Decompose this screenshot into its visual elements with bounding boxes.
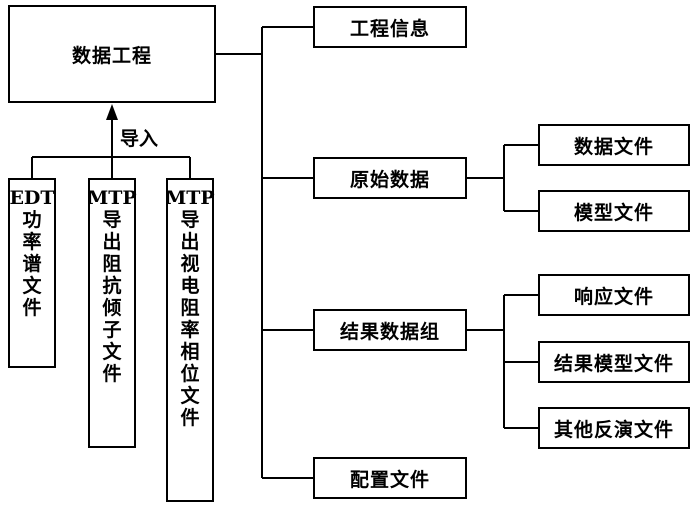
source-mtp-resistivity-box: MTP 导 出 视 电 阻 率 相 位 文 件 (165, 178, 215, 502)
source-mtp-resistivity-label: MTP 导 出 视 电 阻 率 相 位 文 件 (165, 187, 215, 429)
data-file-label: 数据文件 (573, 135, 654, 158)
project-info-label: 工程信息 (349, 17, 430, 40)
result-data-group-label: 结果数据组 (339, 320, 440, 343)
raw-data-label: 原始数据 (349, 168, 430, 191)
source-mtp-impedance-box: MTP 导 出 阻 抗 倾 子 文 件 (87, 178, 137, 448)
raw-data-box: 原始数据 (313, 157, 467, 199)
model-file-label: 模型文件 (573, 201, 654, 224)
main-project-label: 数据工程 (71, 44, 152, 67)
source-mtp-impedance-label: MTP 导 出 阻 抗 倾 子 文 件 (87, 187, 137, 385)
other-inversion-file-box: 其他反演文件 (538, 407, 690, 449)
response-file-label: 响应文件 (573, 285, 654, 308)
source-edt-box: EDT 功 率 谱 文 件 (8, 178, 56, 368)
config-file-label: 配置文件 (349, 468, 430, 491)
config-file-box: 配置文件 (313, 457, 467, 499)
model-file-box: 模型文件 (538, 190, 690, 232)
source-edt-label: EDT 功 率 谱 文 件 (9, 187, 55, 319)
result-data-group-box: 结果数据组 (313, 309, 467, 351)
other-inversion-file-label: 其他反演文件 (553, 418, 674, 441)
project-info-box: 工程信息 (313, 6, 467, 48)
main-project-box: 数据工程 (8, 5, 216, 103)
result-model-file-label: 结果模型文件 (553, 352, 674, 375)
import-arrow-head (106, 104, 118, 120)
response-file-box: 响应文件 (538, 274, 690, 316)
import-label: 导入 (120, 128, 159, 150)
data-file-box: 数据文件 (538, 124, 690, 166)
result-model-file-box: 结果模型文件 (538, 341, 690, 383)
